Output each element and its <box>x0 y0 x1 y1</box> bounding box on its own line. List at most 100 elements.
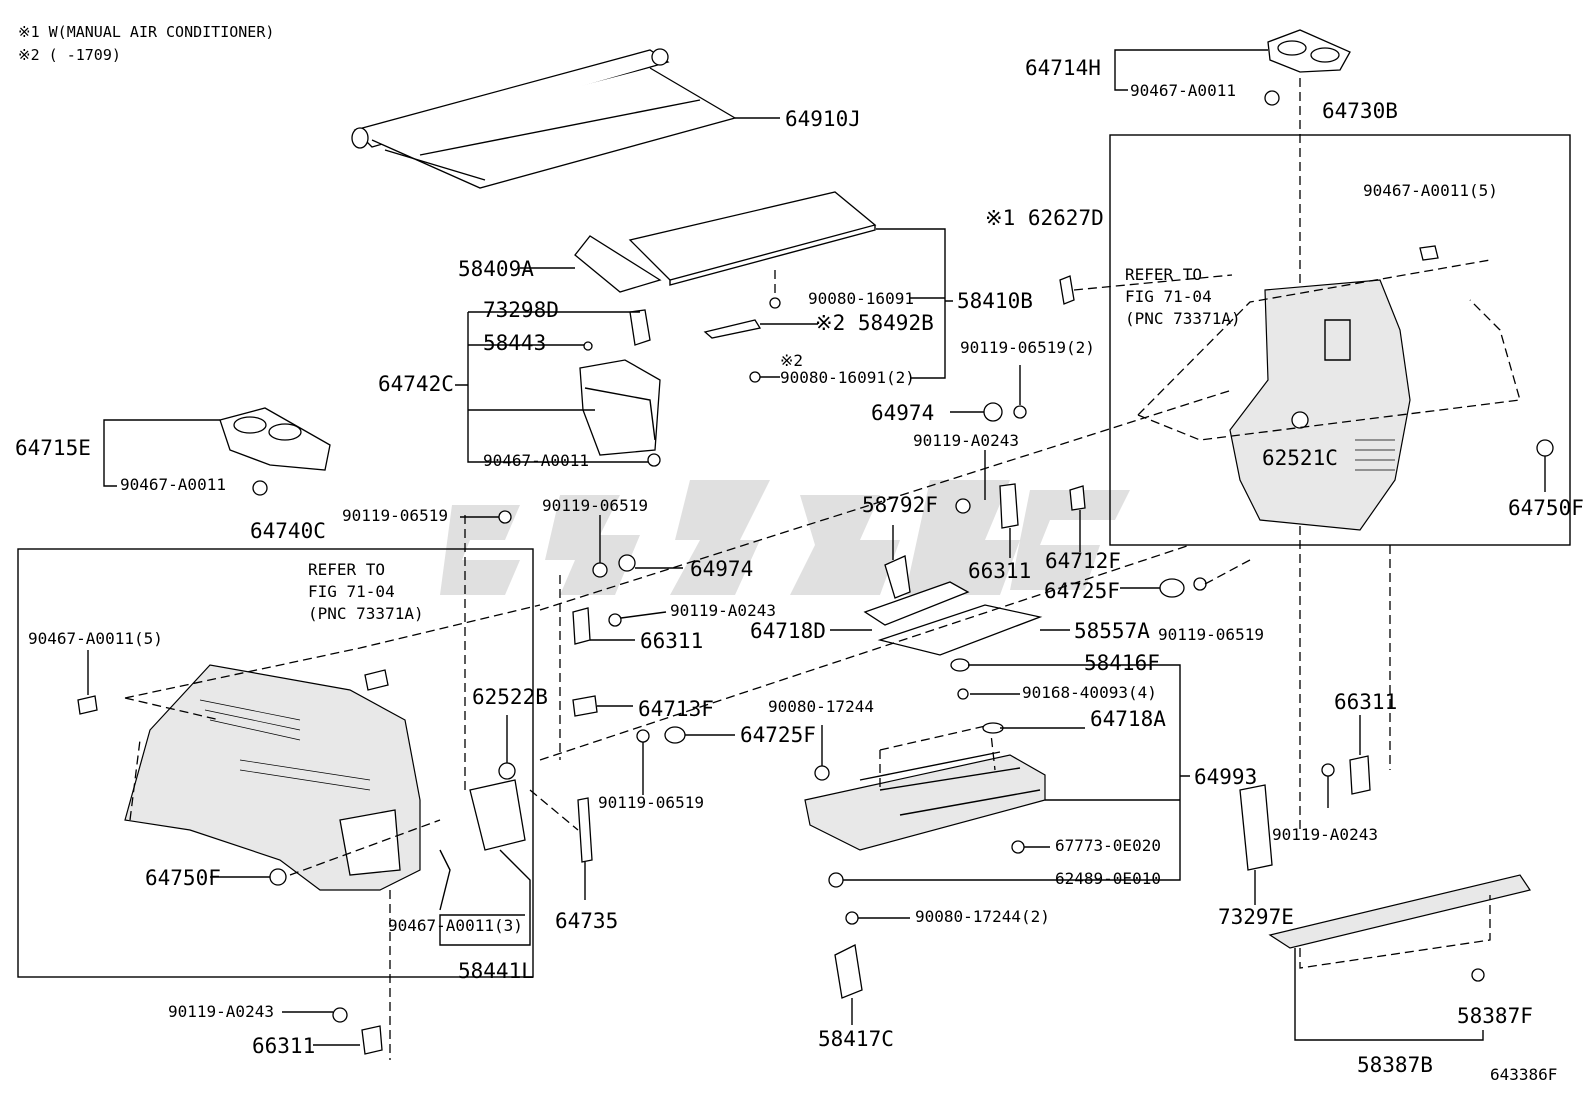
label-66311-a: 66311 <box>968 559 1031 583</box>
hook-58492B <box>703 319 762 339</box>
watermark-logo <box>440 480 1130 595</box>
tray-64993 <box>804 658 1046 851</box>
label-58443: 58443 <box>483 331 546 355</box>
label-64718D: 64718D <box>750 619 826 643</box>
label-64718A: 64718A <box>1090 707 1166 731</box>
box-58441L <box>469 779 526 851</box>
label-58387B: 58387B <box>1357 1053 1433 1077</box>
label-64715E: 64715E <box>15 436 91 460</box>
label-90080-16091: 90080-16091 <box>808 289 914 308</box>
label-90080-17244: 90080-17244 <box>768 697 874 716</box>
refer-right-3: (PNC 73371A) <box>1125 309 1241 328</box>
quarter-trim-left <box>124 664 421 891</box>
clip-90467-left <box>77 695 98 715</box>
label-58441L: 58441L <box>458 959 534 983</box>
label-62627D: ※1 62627D <box>985 206 1104 230</box>
label-64713F: 64713F <box>638 697 714 721</box>
retainer-66311-a <box>999 483 1019 529</box>
label-62489-0E010: 62489-0E010 <box>1055 869 1161 888</box>
label-64740C: 64740C <box>250 519 326 543</box>
label-90119-06519-d: 90119-06519 <box>598 793 704 812</box>
refer-left-1: REFER TO <box>308 560 385 579</box>
label-58792F: 58792F <box>862 493 938 517</box>
scuff-plate-58387B <box>1268 874 1531 949</box>
refer-left-3: (PNC 73371A) <box>308 604 424 623</box>
label-58492B: ※2 58492B <box>815 311 934 335</box>
label-64730B: 64730B <box>1322 99 1398 123</box>
cup-holder-64714H <box>1264 29 1351 106</box>
side-panel-58409A <box>574 235 662 293</box>
label-90467-3: 90467-A0011(3) <box>388 916 523 935</box>
label-64712F: 64712F <box>1045 549 1121 573</box>
label-58416F: 58416F <box>1084 651 1160 675</box>
hook-58792F <box>884 555 911 599</box>
tonneau-cover-part <box>351 48 737 189</box>
label-58387F: 58387F <box>1457 1004 1533 1028</box>
group-box-64730B <box>1109 134 1571 546</box>
cap-62627D <box>1059 275 1075 305</box>
label-58557A: 58557A <box>1074 619 1150 643</box>
cup-holder-64715E <box>219 407 331 496</box>
label-64735: 64735 <box>555 909 618 933</box>
label-62522B: 62522B <box>472 685 548 709</box>
label-90119-06519-b: 90119-06519 <box>542 496 648 515</box>
label-90080-16091-2: 90080-16091(2) <box>780 368 915 387</box>
quarter-trim-right <box>1229 245 1439 531</box>
retainer-66311-d <box>361 1025 383 1055</box>
label-90119-06519-a: 90119-06519 <box>342 506 448 525</box>
label-67773-0E020: 67773-0E020 <box>1055 836 1161 855</box>
label-66311-b: 66311 <box>640 629 703 653</box>
label-62521C: 62521C <box>1262 446 1338 470</box>
note-date-range: ※2 ( -1709) <box>18 46 121 64</box>
label-64742C: 64742C <box>378 372 454 396</box>
clip-64974-b <box>618 554 636 572</box>
group-box-64740C <box>17 548 534 978</box>
retainer-66311-c <box>1349 755 1371 795</box>
label-64974-a: 64974 <box>871 401 934 425</box>
label-90080-17244-2: 90080-17244(2) <box>915 907 1050 926</box>
label-90467-5r: 90467-A0011(5) <box>1363 181 1498 200</box>
label-90119-A0243-b: 90119-A0243 <box>670 601 776 620</box>
note-manual-ac: ※1 W(MANUAL AIR CONDITIONER) <box>18 23 274 41</box>
label-64725F-b: 64725F <box>740 723 816 747</box>
label-58410B: 58410B <box>957 289 1033 313</box>
label-64714H: 64714H <box>1025 56 1101 80</box>
label-64725F-a: 64725F <box>1044 579 1120 603</box>
label-64750F-left: 64750F <box>145 866 221 890</box>
bracket-64713F <box>572 695 598 717</box>
label-66311-c: 66311 <box>1334 690 1397 714</box>
label-90119-06519-2: 90119-06519(2) <box>960 338 1095 357</box>
label-90119-A0243-a: 90119-A0243 <box>913 431 1019 450</box>
label-mark-2: ※2 <box>780 351 803 370</box>
label-90119-06519-c: 90119-06519 <box>1158 625 1264 644</box>
refer-right-2: FIG 71-04 <box>1125 287 1212 306</box>
cover-64718D <box>863 581 970 626</box>
label-90467-a: 90467-A0011 <box>1130 81 1236 100</box>
label-64993: 64993 <box>1194 765 1257 789</box>
label-643386F: 643386F <box>1490 1065 1557 1084</box>
label-58409A: 58409A <box>458 257 534 281</box>
label-66311-d: 66311 <box>252 1034 315 1058</box>
trim-73297E <box>1239 784 1273 871</box>
label-90467-b: 90467-A0011 <box>483 451 589 470</box>
label-90119-A0243-d: 90119-A0243 <box>168 1002 274 1021</box>
mat-58557A <box>877 604 1043 656</box>
hook-64712F <box>1069 485 1086 511</box>
strip-64735 <box>577 797 593 863</box>
label-90119-A0243-c: 90119-A0243 <box>1272 825 1378 844</box>
deck-board-part <box>628 191 877 286</box>
refer-right-1: REFER TO <box>1125 265 1202 284</box>
refer-left-2: FIG 71-04 <box>308 582 395 601</box>
label-90467-c: 90467-A0011 <box>120 475 226 494</box>
label-90168-40093: 90168-40093(4) <box>1022 683 1157 702</box>
label-64910J: 64910J <box>785 107 861 131</box>
label-64750F-right: 64750F <box>1508 496 1584 520</box>
label-64974-b: 64974 <box>690 557 753 581</box>
label-90467-5l: 90467-A0011(5) <box>28 629 163 648</box>
label-73297E: 73297E <box>1218 905 1294 929</box>
label-58417C: 58417C <box>818 1027 894 1051</box>
label-73298D: 73298D <box>483 298 559 322</box>
